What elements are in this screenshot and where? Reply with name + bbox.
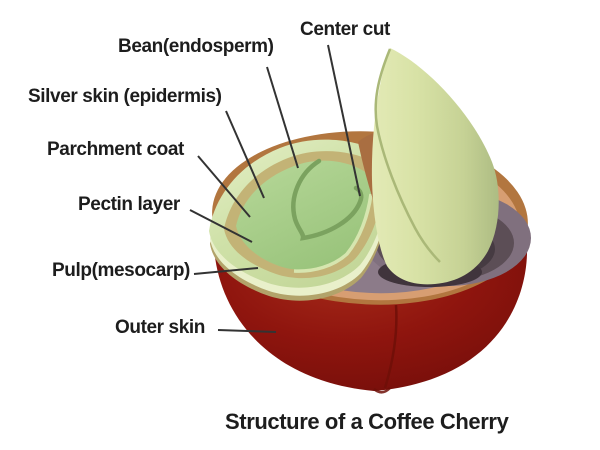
center-cut-groove bbox=[291, 158, 364, 241]
bean-cross-section bbox=[236, 160, 372, 270]
label-pulp: Pulp(mesocarp) bbox=[52, 260, 190, 281]
label-center-cut: Center cut bbox=[300, 19, 390, 40]
cherry-cleft-crease bbox=[383, 304, 398, 389]
leader-bean bbox=[266, 66, 299, 169]
leader-lines bbox=[189, 44, 361, 333]
leader-center-cut bbox=[327, 44, 361, 197]
whole-bean-ridge bbox=[374, 48, 441, 263]
diagram-caption: Structure of a Coffee Cherry bbox=[225, 409, 509, 434]
label-bean: Bean(endosperm) bbox=[118, 36, 274, 57]
leader-pectin bbox=[189, 209, 253, 243]
leader-silver-skin bbox=[225, 110, 265, 199]
leader-pulp bbox=[193, 267, 259, 275]
label-pectin: Pectin layer bbox=[78, 194, 180, 215]
label-silver-skin: Silver skin (epidermis) bbox=[28, 86, 222, 107]
leader-outer-skin bbox=[217, 329, 277, 333]
cherry-bottom-notch bbox=[373, 387, 391, 394]
label-outer-skin: Outer skin bbox=[115, 317, 205, 338]
whole-bean-shape bbox=[371, 48, 499, 285]
leader-parchment bbox=[197, 155, 251, 218]
bean-face-bevel bbox=[293, 193, 373, 273]
label-parchment: Parchment coat bbox=[47, 139, 184, 160]
